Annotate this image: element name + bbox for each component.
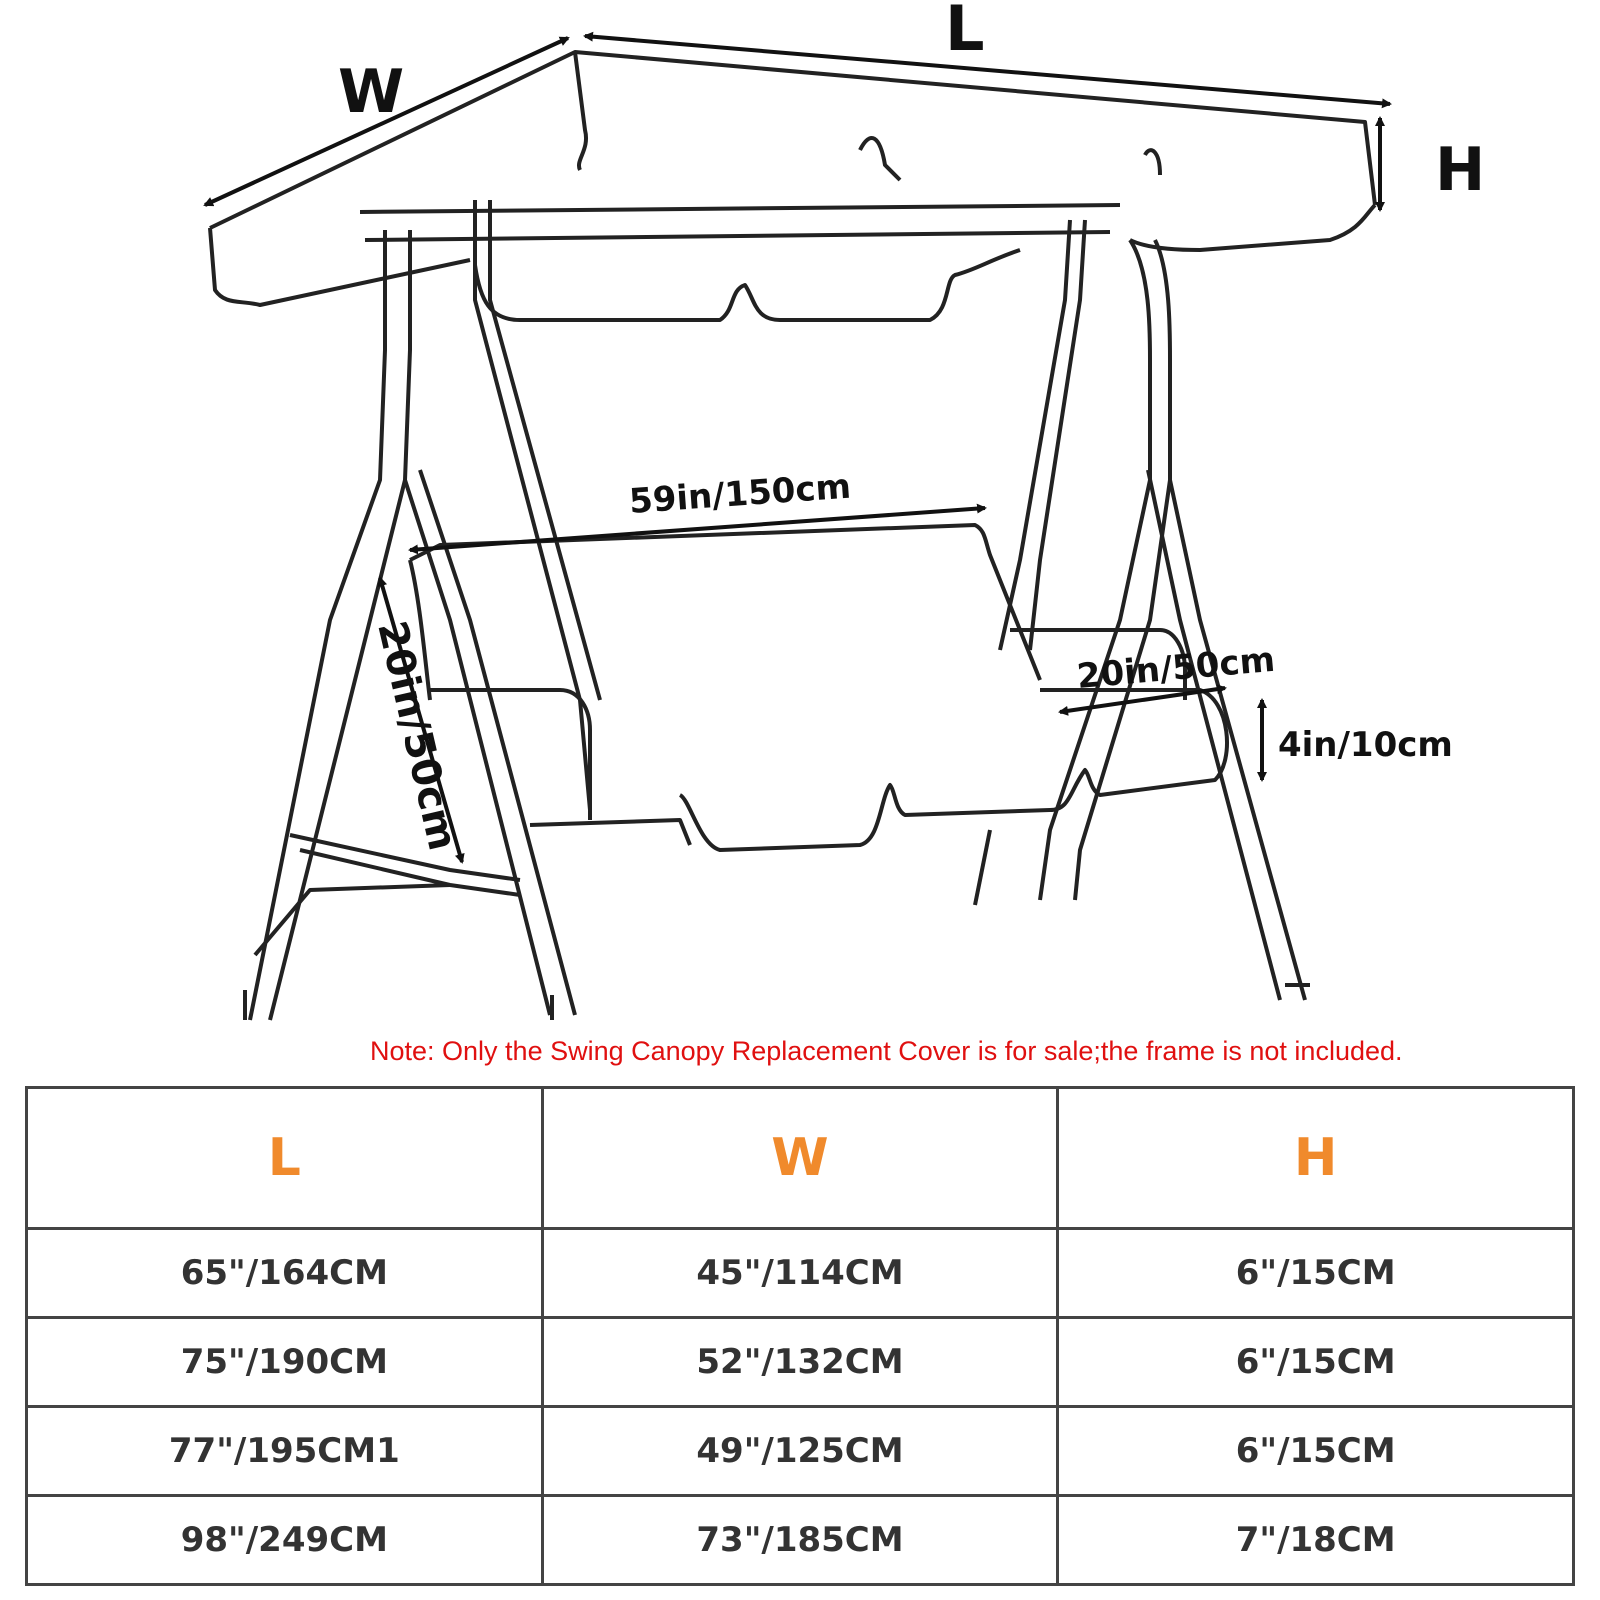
dimension-arrows — [203, 31, 1392, 864]
table-header-row: L W H — [25, 1086, 1575, 1230]
header-height: H — [1056, 1086, 1575, 1230]
header-width: W — [540, 1086, 1060, 1230]
table-row: 65"/164CM 45"/114CM 6"/15CM — [25, 1227, 1575, 1319]
table-row: 98"/249CM 73"/185CM 7"/18CM — [25, 1494, 1575, 1586]
table-cell: 77"/195CM1 — [25, 1405, 544, 1497]
seat-back-label: 20in/50cm — [368, 617, 465, 855]
seat-length-arrow — [408, 503, 987, 555]
table-row: 77"/195CM1 49"/125CM 6"/15CM — [25, 1405, 1575, 1497]
seat-depth-label: 20in/50cm — [1075, 640, 1276, 697]
size-table: L W H 65"/164CM 45"/114CM 6"/15CM 75"/19… — [25, 1086, 1575, 1586]
swing-frame — [243, 200, 1310, 1021]
table-cell: 6"/15CM — [1056, 1405, 1575, 1497]
length-label: L — [945, 0, 985, 65]
table-cell: 6"/15CM — [1056, 1316, 1575, 1408]
length-arrow — [583, 31, 1392, 109]
table-cell: 73"/185CM — [540, 1494, 1060, 1586]
table-cell: 98"/249CM — [25, 1494, 544, 1586]
sale-note: Note: Only the Swing Canopy Replacement … — [370, 1036, 1403, 1066]
cushion-thickness-label: 4in/10cm — [1278, 725, 1453, 765]
header-length: L — [25, 1086, 544, 1230]
table-cell: 75"/190CM — [25, 1316, 544, 1408]
seat-back-arrow — [377, 576, 465, 864]
width-arrow — [203, 36, 570, 207]
table-cell: 65"/164CM — [25, 1227, 544, 1319]
height-label: H — [1435, 135, 1485, 205]
table-row: 75"/190CM 52"/132CM 6"/15CM — [25, 1316, 1575, 1408]
table-cell: 6"/15CM — [1056, 1227, 1575, 1319]
swing-canopy-diagram: W L H 59in/150cm 20in/50cm 20in/50cm 4in… — [203, 0, 1485, 1021]
table-cell: 49"/125CM — [540, 1405, 1060, 1497]
seat-length-label: 59in/150cm — [628, 467, 852, 522]
table-cell: 7"/18CM — [1056, 1494, 1575, 1586]
table-cell: 52"/132CM — [540, 1316, 1060, 1408]
table-cell: 45"/114CM — [540, 1227, 1060, 1319]
width-label: W — [338, 57, 404, 127]
seat-depth-arrow — [1058, 684, 1227, 716]
